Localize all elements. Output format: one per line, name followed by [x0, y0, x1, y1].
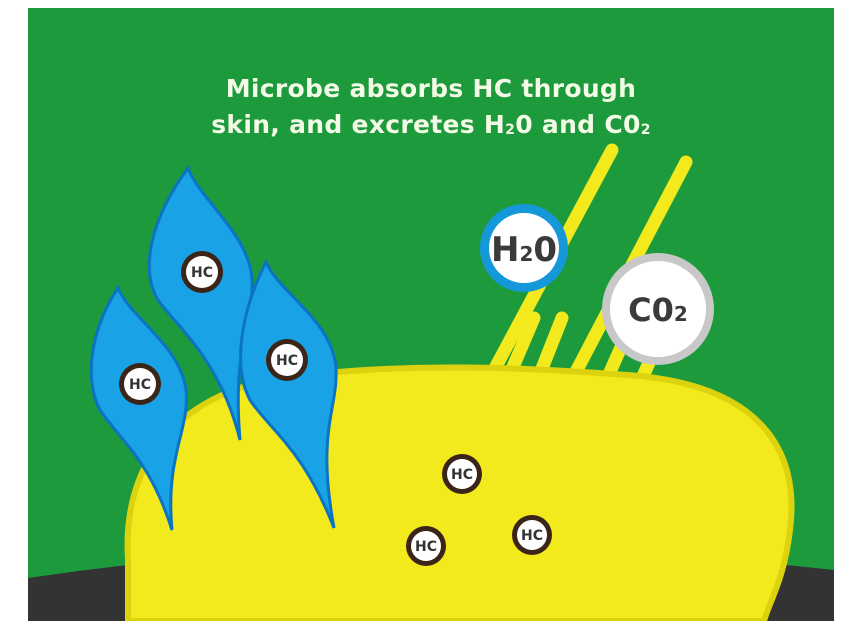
hc-label: HC [451, 467, 473, 483]
hc-molecule: HC [181, 251, 223, 293]
hc-molecule: HC [406, 526, 446, 566]
hc-inner [447, 459, 477, 489]
microbe-body [124, 364, 795, 621]
water-inner [489, 213, 559, 283]
hc-label: HC [521, 528, 543, 544]
co2-molecule: C02 [602, 253, 714, 365]
caption-line-2: skin, and excretes H20 and C02 [30, 110, 832, 139]
hc-droplet [147, 164, 254, 441]
hc-inner [186, 256, 218, 288]
co2-inner [610, 261, 706, 357]
hc-label: HC [129, 377, 151, 393]
caption-subscript: 2 [640, 122, 651, 138]
caption-line-2-part: 0 and C0 [515, 110, 641, 139]
hc-label: HC [276, 353, 298, 369]
hc-inner [271, 344, 303, 376]
hydrocarbon-droplets [89, 164, 338, 531]
hc-droplet [89, 284, 188, 531]
hc-molecule: HC [512, 515, 552, 555]
hc-molecule: HC [119, 363, 161, 405]
co2-label: C02 [628, 291, 688, 329]
hc-label: HC [415, 539, 437, 555]
hc-inner [517, 520, 547, 550]
caption-line-1: Microbe absorbs HC through [225, 74, 637, 103]
hc-droplet [239, 258, 338, 529]
water-molecule: H20 [480, 204, 568, 292]
hc-molecule: HC [266, 339, 308, 381]
hc-molecules: HC HC HC HC HC HC [119, 251, 552, 566]
caption-subscript: 2 [505, 122, 516, 138]
hc-inner [124, 368, 156, 400]
hc-inner [411, 531, 441, 561]
hc-molecule: HC [442, 454, 482, 494]
caption-line-2-part: skin, and excretes H [211, 110, 506, 139]
hc-label: HC [191, 265, 213, 281]
water-label: H20 [491, 230, 557, 270]
